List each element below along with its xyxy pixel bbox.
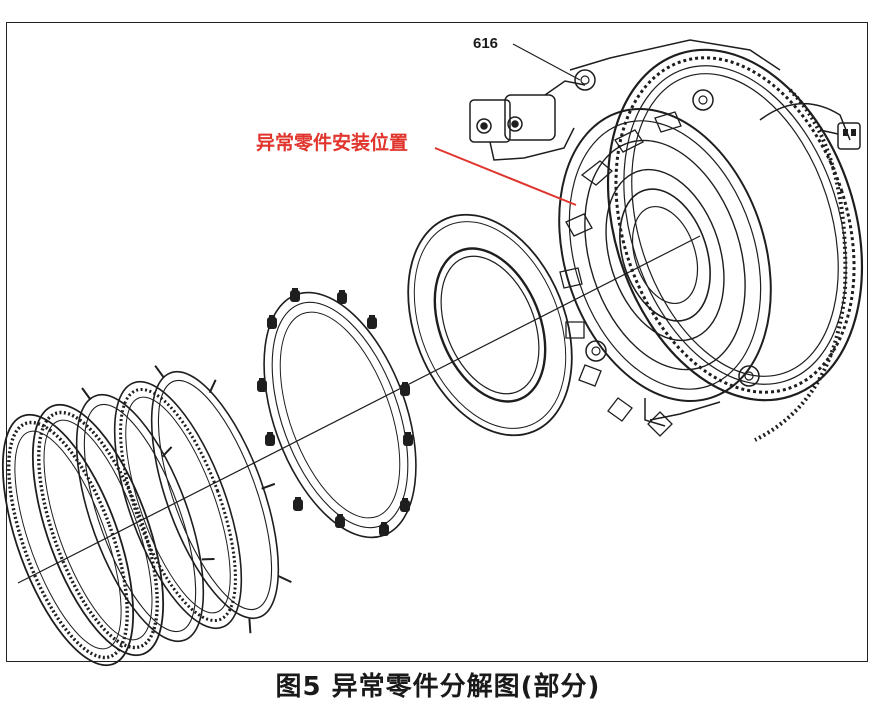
assembly-axis-line xyxy=(17,235,701,584)
clutch-plate-stack xyxy=(1,365,292,667)
figure-caption: 图5 异常零件分解图(部分) xyxy=(275,672,601,702)
return-spring-assembly xyxy=(257,288,417,539)
clutch-housing xyxy=(469,39,864,442)
piston-seal-disc xyxy=(407,213,573,437)
diagram-frame xyxy=(6,22,868,662)
part-616-leader xyxy=(512,43,581,81)
abnormal-part-leader xyxy=(434,147,577,206)
abnormal-part-location-label: 异常零件安装位置 xyxy=(256,131,408,154)
part-616-label: 616 xyxy=(473,35,498,52)
